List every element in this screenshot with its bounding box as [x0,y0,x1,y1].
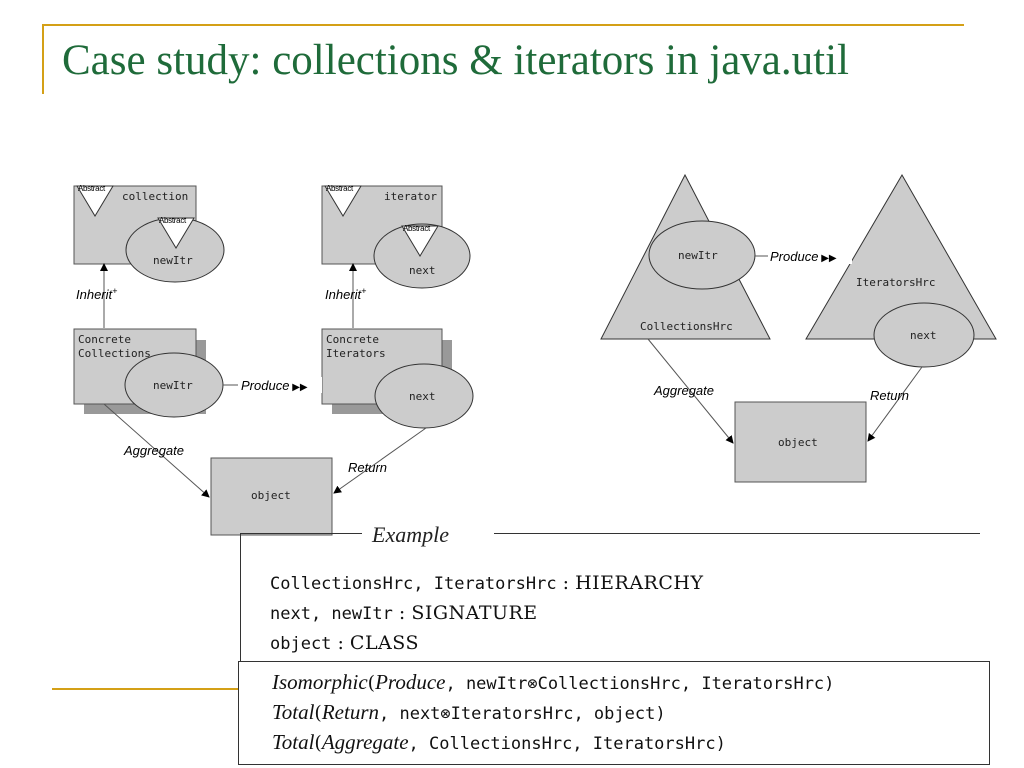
constraint3-rest: , CollectionsHrc, IteratorsHrc) [408,734,726,754]
return-label-right: Return [870,388,909,403]
concrete-collections-line2: Collections [78,347,151,360]
next-label: next [409,264,436,277]
aggregate-label-right: Aggregate [653,383,714,398]
concrete-collections-line1: Concrete [78,333,131,346]
aggregate-arrow-left [103,403,210,498]
return-arrow-left [333,427,427,494]
next-label: next [409,390,436,403]
produce-label-right: Produce ▶▶ [770,249,837,264]
iterator-label: iterator [384,190,437,203]
bottom-accent-rule [52,688,240,690]
constraint-total-aggregate: Total(Aggregate, CollectionsHrc, Iterato… [272,730,726,754]
collection-abstract-node: collection Abstract Abstract newItr [73,184,225,283]
constraint1-fn: Isomorphic [272,670,368,694]
title-rule-top [42,24,964,26]
aggregate-label-left: Aggregate [123,443,184,458]
example-border-left [240,533,241,663]
constraints-box [238,661,990,765]
concrete-iterators-line1: Concrete [326,333,379,346]
abstract-label: Abstract [78,184,106,193]
constraint3-arg: Aggregate [321,730,409,754]
aggregate-arrow-right [647,338,734,444]
inherit-label-left: Inherit+ [76,286,117,302]
constraint2-rest: , next⊗IteratorsHrc, object) [379,704,666,724]
slide-title: Case study: collections & iterators in j… [62,37,849,84]
example-row1-kw: HIERARCHY [575,572,704,594]
return-arrow-right [867,366,923,442]
constraint1-arg: Produce [375,670,446,694]
example-row3-sep: : [331,632,350,654]
newitr-label: newItr [153,379,193,392]
example-row1-code: CollectionsHrc, IteratorsHrc [270,574,557,594]
right-next-label: next [910,329,937,342]
return-label-left: Return [348,460,387,475]
constraint3-fn: Total [272,730,315,754]
collection-label: collection [122,190,188,203]
abstract-label: Abstract [326,184,354,193]
example-legend: Example [372,522,449,547]
right-newitr-label: newItr [678,249,718,262]
constraint-isomorphic: Isomorphic(Produce, newItr⊗CollectionsHr… [272,670,835,694]
object-label-right: object [778,436,818,449]
example-row-signature: next, newItr : SIGNATURE [270,602,538,624]
example-row1-sep: : [556,572,576,594]
concrete-collections-node: Concrete Collections newItr [73,328,224,418]
example-row3-code: object [270,634,332,654]
concrete-iterators-node: Concrete Iterators next [321,328,474,429]
iterators-hrc-node: IteratorsHrc next [805,174,997,368]
object-node-left [210,457,333,536]
iterators-hrc-label: IteratorsHrc [856,276,935,289]
constraint-total-return: Total(Return, next⊗IteratorsHrc, object) [272,700,666,724]
example-rule-left [240,533,362,534]
object-node-right [734,401,867,483]
collections-hrc-label: CollectionsHrc [640,320,733,333]
collections-hrc-node: newItr CollectionsHrc [600,173,771,340]
inherit-label-right: Inherit+ [325,286,366,302]
constraint1-rest: , newItr⊗CollectionsHrc, IteratorsHrc) [445,674,835,694]
constraint2-fn: Total [272,700,315,724]
title-rule-left [42,24,44,94]
abstract-label: Abstract [159,216,187,225]
concrete-iterators-line2: Iterators [326,347,386,360]
example-rule-right [494,533,980,534]
object-label-left: object [251,489,291,502]
example-row2-sep: : [392,602,412,624]
example-row2-code: next, newItr [270,604,393,624]
example-row-hierarchy: CollectionsHrc, IteratorsHrc : HIERARCHY [270,572,704,594]
iterator-abstract-node: iterator Abstract Abstract next [321,184,471,289]
produce-label-left: Produce ▶▶ [241,378,308,393]
constraint2-arg: Return [321,700,379,724]
example-row-class: object : CLASS [270,632,419,654]
abstract-label: Abstract [403,224,431,233]
example-row3-kw: CLASS [349,632,419,654]
newitr-label: newItr [153,254,193,267]
example-row2-kw: SIGNATURE [411,602,538,624]
